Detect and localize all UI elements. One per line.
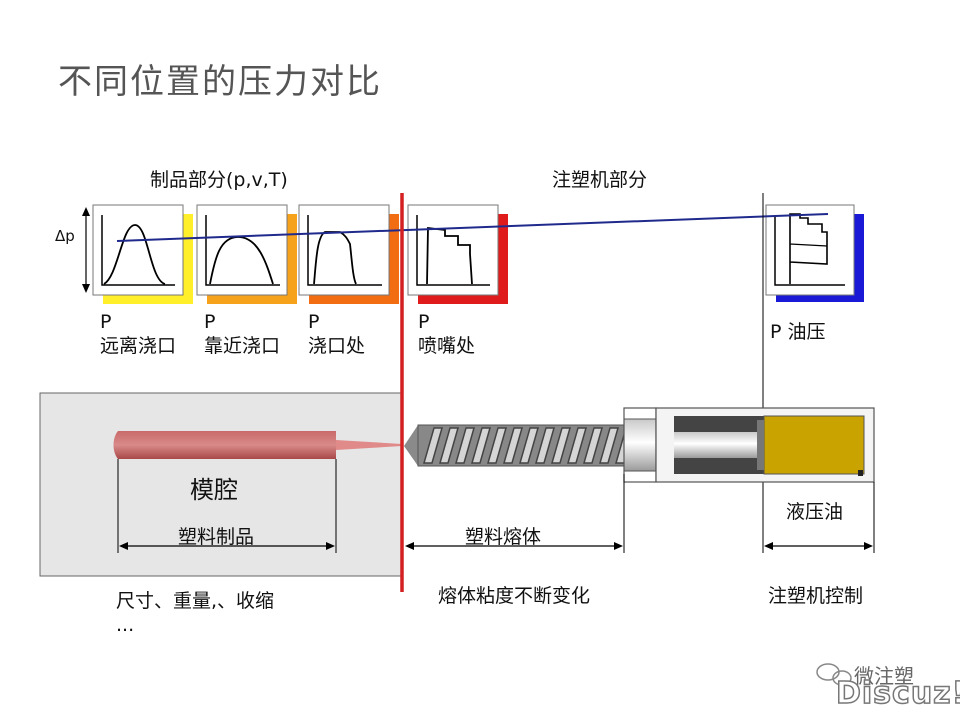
screw-flight bbox=[583, 427, 603, 464]
pressure-gauge-far-from-gate bbox=[92, 204, 193, 304]
page-title: 不同位置的压力对比 bbox=[58, 62, 382, 102]
screw-flight bbox=[423, 427, 443, 464]
section-label-machine: 注塑机部分 bbox=[552, 169, 648, 191]
screw-flight bbox=[503, 427, 523, 464]
screw-flight bbox=[519, 427, 539, 464]
melt-note: 熔体粘度不断变化 bbox=[438, 585, 591, 607]
section-label-product: 制品部分(p,v,T) bbox=[150, 169, 288, 191]
hydraulic-dimension-arrow bbox=[764, 482, 875, 553]
screw-flight bbox=[471, 427, 491, 464]
plastic-part-label: 塑料制品 bbox=[178, 526, 255, 548]
part-dimension-arrow bbox=[117, 459, 337, 553]
machine-control-note: 注塑机控制 bbox=[768, 585, 864, 607]
melt-label: 塑料熔体 bbox=[465, 526, 542, 548]
pressure-trend-line bbox=[116, 213, 829, 242]
mold-note: 尺寸、重量,、收缩 bbox=[116, 590, 275, 612]
mold-note-ellipsis: ... bbox=[116, 614, 135, 636]
discuz-watermark: Discuz! bbox=[835, 675, 960, 712]
plastic-part bbox=[113, 431, 336, 459]
melt-dimension-arrow bbox=[405, 474, 625, 553]
screw-flight bbox=[567, 427, 587, 464]
gauge-label-oil: P 油压 bbox=[770, 321, 826, 343]
screw-flight bbox=[439, 427, 459, 464]
pressure-gauge-at-gate bbox=[298, 204, 399, 304]
screw-flight bbox=[455, 427, 475, 464]
wechat-icon bbox=[816, 663, 852, 686]
screw-flight bbox=[551, 427, 571, 464]
screw-flight bbox=[487, 427, 507, 464]
delta-p-arrow bbox=[82, 207, 90, 293]
injection-unit bbox=[404, 407, 875, 483]
pressure-gauge-nozzle bbox=[407, 204, 508, 304]
cavity-label: 模腔 bbox=[190, 476, 238, 504]
runner bbox=[336, 440, 402, 450]
wechat-watermark: 微注塑 bbox=[854, 664, 914, 688]
pressure-gauge-near-gate bbox=[196, 204, 297, 304]
screw-flight bbox=[535, 427, 555, 464]
hydraulic-oil-label: 液压油 bbox=[786, 501, 844, 523]
delta-p-label: Δp bbox=[55, 227, 75, 245]
pressure-gauge-oil bbox=[765, 204, 864, 302]
screw-flight bbox=[599, 427, 619, 464]
